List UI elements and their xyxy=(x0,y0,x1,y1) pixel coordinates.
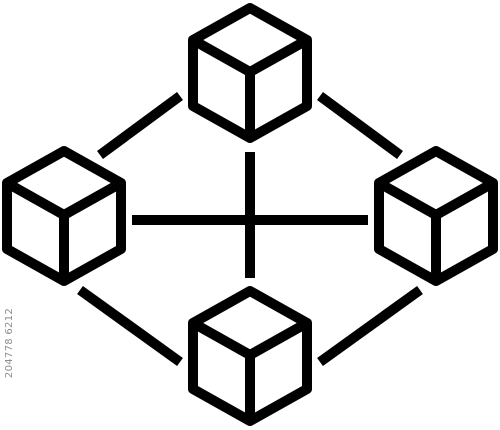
cube-top xyxy=(188,3,312,143)
stock-image-id: 204778 6212 xyxy=(4,307,15,379)
cube-right xyxy=(374,146,498,286)
link-top-right xyxy=(317,91,403,160)
cube-nodes xyxy=(2,3,498,426)
link-bottom-left xyxy=(77,285,183,367)
cube-inner-edges xyxy=(376,178,496,281)
connector-lines xyxy=(77,91,423,367)
cube-inner-edges xyxy=(190,35,310,138)
cube-bottom xyxy=(188,286,312,426)
link-top-left xyxy=(97,91,183,160)
cube-inner-edges xyxy=(4,178,124,281)
cube-left xyxy=(2,146,126,286)
link-bottom-right xyxy=(317,285,423,367)
cube-inner-edges xyxy=(190,318,310,421)
